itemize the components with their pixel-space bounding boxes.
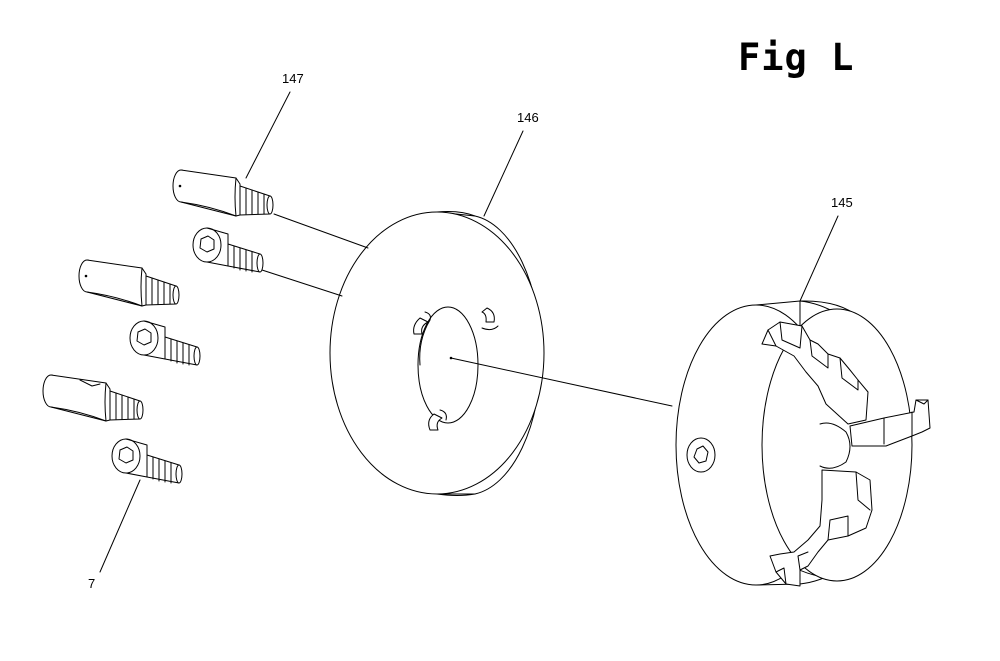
backplate — [329, 211, 545, 496]
leader-147 — [245, 91, 291, 179]
stud-1 — [172, 169, 274, 217]
cap-screw-3 — [111, 438, 183, 484]
stud-2 — [78, 259, 180, 307]
cap-screw-1 — [192, 227, 264, 273]
cap-screw-2 — [129, 320, 201, 366]
leader-lines — [99, 91, 839, 573]
callout-146: 146 — [517, 110, 539, 125]
figure-title: Fig L — [738, 36, 855, 79]
callout-7: 7 — [88, 576, 96, 591]
callout-147: 147 — [282, 71, 304, 86]
leader-7 — [99, 479, 141, 573]
leader-145 — [799, 215, 839, 302]
assembly-lines — [261, 213, 673, 407]
three-jaw-chuck — [675, 300, 931, 587]
leader-146 — [483, 130, 524, 217]
stud-3 — [42, 374, 144, 422]
callout-145: 145 — [831, 195, 853, 210]
